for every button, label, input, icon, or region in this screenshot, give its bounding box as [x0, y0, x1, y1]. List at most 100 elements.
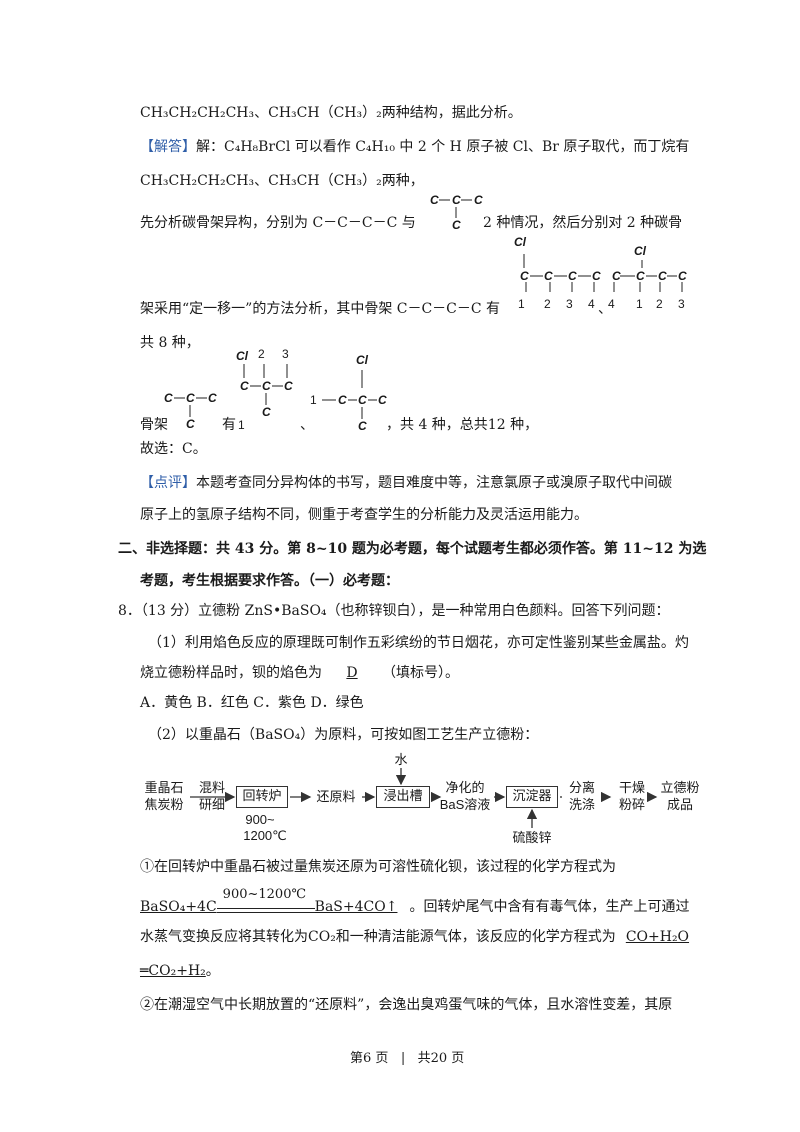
chain-bonds	[523, 254, 683, 292]
pos-number: 4	[608, 297, 615, 311]
answer-line-1: 【解答】解：C₄H₈BrCl 可以看作 C₄H₁₀ 中 2 个 H 原子被 Cl…	[140, 138, 689, 156]
review-text-1: 本题考查同分异构体的书写，题目难度中等，注意氯原子或溴原子取代中间碳	[196, 475, 672, 491]
answer-line-5: 共 8 种，	[140, 335, 200, 351]
skel-atom: C	[452, 193, 461, 207]
q8-sub1-text: 水蒸气变换反应将其转化为CO₂和一种清洁能源气体，该反应的化学方程式为	[140, 929, 616, 945]
flow-raw-2: 焦炭粉	[144, 797, 184, 812]
footer-total-pages: 共20 页	[417, 1051, 465, 1066]
skel-atom: C	[186, 417, 195, 431]
q8-part1-text: 烧立德粉样品时，钡的焰色为	[140, 665, 322, 681]
pos-number: 1	[310, 393, 317, 407]
skel-cl: Cl	[356, 353, 368, 367]
pos-number: 1	[518, 297, 525, 311]
footer-page-number: 第6 页	[350, 1051, 389, 1066]
pos-number: 1	[238, 418, 245, 432]
skel-cl: Cl	[514, 235, 526, 249]
skel-atom: C	[658, 269, 667, 283]
flow-box-precip: 沉淀器	[506, 786, 558, 808]
answer-text-1: 解：C₄H₈BrCl 可以看作 C₄H₁₀ 中 2 个 H 原子被 Cl、Br …	[196, 139, 690, 155]
skel-atom: C	[544, 269, 553, 283]
skel-atom: C	[164, 391, 173, 405]
equation-2-right: ═CO₂+H₂	[140, 963, 206, 979]
answer-line-4b: 、	[598, 301, 612, 317]
footer-separator: |	[400, 1051, 406, 1066]
flow-step-mix: 混料	[198, 780, 225, 795]
answer-line-3b: 2 种情况，然后分别对 2 种碳骨	[483, 215, 683, 231]
section-heading-line-2: 考题，考生根据要求作答。（一）必考题：	[140, 573, 399, 589]
page-footer: 第6 页 | 共20 页	[350, 1050, 464, 1068]
skel-atom: C	[568, 269, 577, 283]
skel-atom: C	[636, 269, 645, 283]
q8-sub1-line4: ═CO₂+H₂。	[140, 962, 220, 980]
skel-bonds	[439, 199, 472, 218]
flow-reduced: 还原料	[316, 789, 356, 804]
answer-line-6b: 有	[222, 417, 236, 433]
q8-options: A．黄色 B．红色 C．紫色 D．绿色	[140, 695, 364, 711]
skel-atom: C	[592, 269, 601, 283]
flow-zinc-sulfate: 硫酸锌	[512, 830, 552, 845]
flow-box-furnace: 回转炉	[236, 786, 288, 808]
flow-temp-2: 1200℃	[243, 828, 287, 843]
skel-atom: C	[474, 193, 483, 207]
flow-dry: 干燥	[618, 780, 645, 795]
flow-wash: 洗涤	[568, 797, 595, 812]
pos-number: 4	[588, 297, 595, 311]
skel-cl: Cl	[634, 244, 646, 258]
skel-atom: C	[612, 269, 621, 283]
skel-atom: C	[452, 218, 461, 232]
review-line-2: 原子上的氢原子结构不同，侧重于考查学生的分析能力及灵活运用能力。	[140, 507, 588, 523]
flow-box-leach: 浸出槽	[376, 786, 430, 808]
skel-atom: C	[240, 379, 249, 393]
skel-cl: Cl	[236, 349, 248, 363]
q8-stem: 8．（13 分）立德粉 ZnS•BaSO₄（也称锌钡白），是一种常用白色颜料。回…	[118, 603, 670, 619]
skel-atom: C	[284, 379, 293, 393]
skel-atom: C	[262, 405, 271, 419]
equation-1-condition-arrow: 900~1200℃	[216, 888, 315, 916]
answer-line-7: 故选：C。	[140, 441, 207, 457]
q8-sub1-tail: 。回转炉尾气中含有有毒气体，生产上可通过	[409, 899, 690, 915]
answer-line-4a: 架采用“定一移一”的方法分析，其中骨架 C－C－C－C 有	[140, 301, 501, 317]
flow-temp-1: 900~	[245, 812, 275, 827]
skel-atom: C	[358, 419, 367, 433]
flow-raw-1: 重晶石	[144, 780, 184, 795]
answer-line-6a: 骨架	[140, 417, 168, 433]
pos-number: 3	[566, 297, 573, 311]
answer-tag: 【解答】	[140, 139, 196, 155]
answer-line-6c: 、	[300, 417, 314, 433]
skel-atom: C	[262, 379, 271, 393]
flow-arrows	[190, 768, 658, 828]
branched-bonds	[174, 364, 377, 419]
q8-sub1-line3: 水蒸气变换反应将其转化为CO₂和一种清洁能源气体，该反应的化学方程式为 CO+H₂…	[140, 928, 689, 946]
answer-line-3a: 先分析碳骨架异构，分别为 C－C－C－C 与	[140, 215, 416, 231]
pos-number: 2	[258, 347, 265, 361]
skel-atom: C	[186, 391, 195, 405]
equation-2-left: CO+H₂O	[625, 929, 690, 945]
pos-number: 1	[636, 297, 643, 311]
answer-line-6d: ，共 4 种，总共12 种，	[386, 417, 539, 433]
q8-part1-line2: 烧立德粉样品时，钡的焰色为 D （填标号）。	[140, 664, 459, 682]
pos-number: 2	[544, 297, 551, 311]
q8-part1-answer: D	[346, 665, 358, 681]
flow-crush: 粉碎	[618, 797, 645, 812]
q8-sub1-line1: ①在回转炉中重晶石被过量焦炭还原为可溶性硫化钡，该过程的化学方程式为	[140, 859, 616, 875]
flow-separate: 分离	[568, 780, 595, 795]
skel-atom: C	[430, 193, 439, 207]
q8-equation-1-line: BaSO₄+4C 900~1200℃ BaS+4CO↑ 。回转炉尾气中含有有毒气体，生…	[140, 888, 690, 916]
review-tag: 【点评】	[140, 475, 196, 491]
flow-water: 水	[394, 752, 408, 767]
flow-product-2: 成品	[666, 797, 693, 812]
flow-step-grind: 研细	[198, 797, 225, 812]
skel-atom: C	[520, 269, 529, 283]
q8-part1-line1: （1）利用焰色反应的原理既可制作五彩缤纷的节日烟花，亦可定性鉴别某些金属盐。灼	[148, 635, 689, 651]
q8-part2-intro: （2）以重晶石（BaSO₄）为原料，可按如图工艺生产立德粉：	[148, 727, 539, 743]
pos-number: 3	[282, 347, 289, 361]
skel-atom: C	[208, 391, 217, 405]
skel-atom: C	[678, 269, 687, 283]
equation-1-left: BaSO₄+4C	[140, 899, 217, 915]
q8-part1-hint: （填标号）。	[382, 665, 459, 681]
section-heading-line-1: 二、非选择题：共 43 分。第 8~10 题为必考题，每个试题考生都必须作答。第…	[118, 541, 707, 557]
equation-1-right: BaS+4CO↑	[314, 899, 398, 915]
pos-number: 3	[678, 297, 685, 311]
equation-1-condition: 900~1200℃	[222, 887, 307, 902]
review-line-1: 【点评】本题考查同分异构体的书写，题目难度中等，注意氯原子或溴原子取代中间碳	[140, 474, 672, 492]
